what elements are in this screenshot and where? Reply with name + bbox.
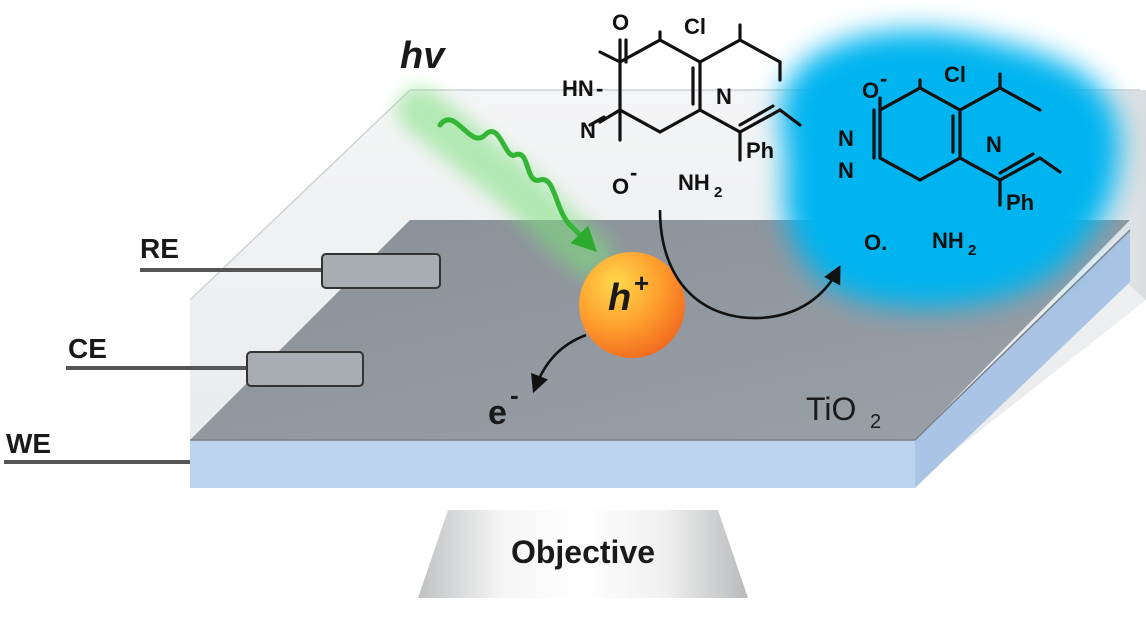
ce-electrode-body (246, 351, 364, 387)
hole-particle: h + (579, 252, 685, 358)
hole-charge: + (634, 268, 649, 298)
electrode-ce: CE (66, 333, 364, 387)
product-amine-sub: 2 (968, 242, 976, 259)
product-amine: NH (932, 228, 964, 253)
oxidation-arrow (658, 209, 841, 320)
product-top-oxygen: O (862, 78, 879, 103)
reactant-n-lower: N (580, 118, 596, 143)
ce-label: CE (68, 333, 107, 364)
reactant-bottom-oxygen: O (612, 174, 629, 199)
tio2-label-group: TiO 2 (806, 391, 881, 433)
objective-label: Objective (511, 534, 655, 570)
tio2-label: TiO (806, 391, 856, 427)
hole-label: h (608, 277, 631, 319)
product-phenyl: Ph (1006, 190, 1034, 215)
reactant-molecule: O HN - N O - Cl N Ph NH 2 (562, 10, 802, 201)
reactant-ring-n: N (716, 84, 732, 109)
product-bottom-oxygen: O. (864, 230, 887, 255)
product-glow (780, 30, 1121, 308)
reactant-bottom-charge: - (630, 160, 637, 185)
light-excitation: hv (397, 35, 613, 278)
reactant-phenyl: Ph (746, 138, 774, 163)
product-top-charge: - (880, 66, 887, 91)
re-label: RE (140, 233, 179, 264)
product-molecule: O - N N O. Cl N Ph NH 2 (838, 62, 1062, 259)
product-n-lower: N (838, 158, 854, 183)
plate-edge (190, 440, 915, 488)
hv-label: hv (400, 35, 446, 77)
light-wave-icon (437, 117, 573, 228)
we-label: WE (6, 428, 51, 459)
electron-charge: - (510, 380, 519, 410)
plate-side-edge (915, 230, 1130, 488)
reactant-amine: NH (678, 170, 710, 195)
electrode-re: RE (140, 233, 441, 289)
product-ring-n: N (986, 132, 1002, 157)
electrode-we: WE (4, 428, 190, 464)
reactant-nh: HN (562, 76, 594, 101)
re-electrode-body (321, 253, 441, 289)
tio2-subscript: 2 (870, 411, 881, 433)
reactant-amine-sub: 2 (714, 184, 722, 201)
product-chloro: Cl (944, 62, 966, 87)
objective-lens: Objective (418, 510, 748, 598)
product-n-upper: N (838, 126, 854, 151)
reactant-chloro: Cl (684, 14, 706, 39)
electron-transfer: e - (488, 333, 587, 432)
reactant-top-oxygen: O (612, 10, 629, 35)
electron-label: e (488, 394, 507, 432)
reactant-hyphen: - (596, 76, 603, 101)
